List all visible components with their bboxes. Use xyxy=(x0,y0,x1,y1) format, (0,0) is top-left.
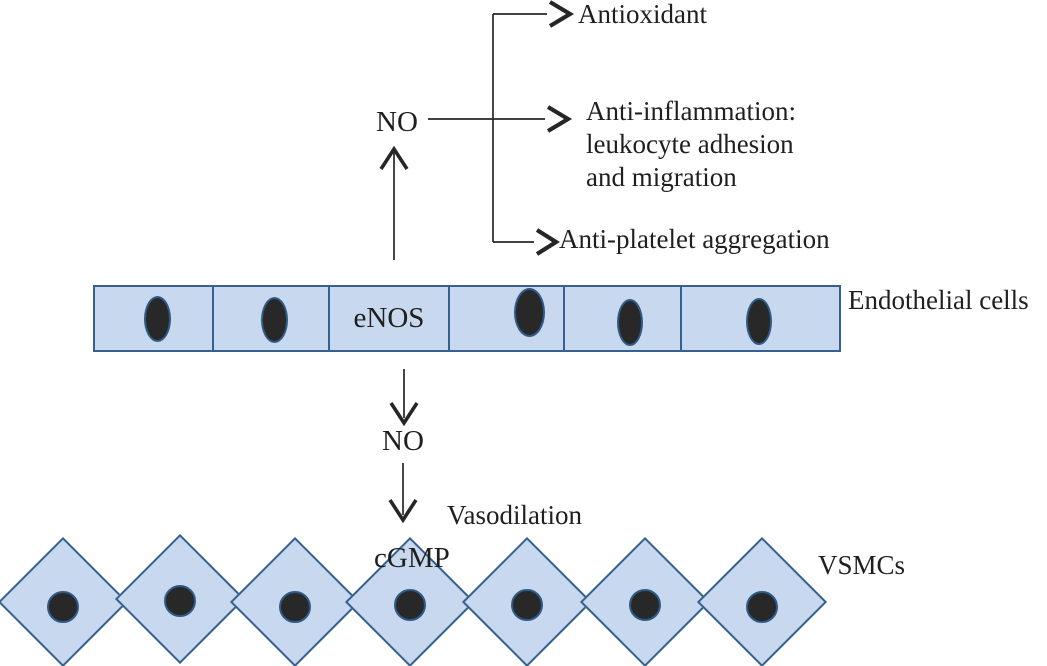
down-arrow2-head-icon xyxy=(388,499,418,524)
cgmp-label: cGMP xyxy=(374,542,450,574)
anti-inflammation-line3: and migration xyxy=(586,162,737,192)
cell-nucleus xyxy=(514,288,545,337)
down-arrow1-head-icon xyxy=(389,402,419,427)
bottom-arrow-head-icon xyxy=(535,228,560,256)
anti-inflammation-label: Anti-inflammation: leukocyte adhesion an… xyxy=(586,95,796,194)
anti-inflammation-line2: leukocyte adhesion xyxy=(586,129,794,159)
middle-arrow-head-icon xyxy=(546,105,573,133)
cell-nucleus xyxy=(617,299,643,346)
antioxidant-label: Antioxidant xyxy=(578,0,707,29)
endothelial-cell xyxy=(680,285,841,352)
cell-nucleus xyxy=(394,589,426,621)
cell-nucleus xyxy=(511,589,543,621)
cell-nucleus xyxy=(746,298,772,345)
endothelial-cell xyxy=(212,285,328,352)
cell-nucleus xyxy=(746,591,778,623)
cell-nucleus xyxy=(629,589,661,621)
cell-nucleus xyxy=(164,585,196,617)
cell-nucleus xyxy=(261,297,288,343)
top-arrow-head-icon xyxy=(548,0,575,28)
no-mid-label: NO xyxy=(382,425,424,457)
anti-platelet-label: Anti-platelet aggregation xyxy=(559,224,830,254)
vsmcs-label: VSMCs xyxy=(818,550,906,580)
cell-nucleus xyxy=(47,591,79,623)
enos-label: eNOS xyxy=(353,302,425,334)
endothelial-cell xyxy=(448,285,563,352)
endothelial-cell xyxy=(93,285,212,352)
no-top-label: NO xyxy=(376,106,418,138)
cell-nucleus xyxy=(144,296,171,342)
anti-inflammation-line1: Anti-inflammation: xyxy=(586,96,796,126)
vasodilation-label: Vasodilation xyxy=(447,500,582,530)
endothelial-cell-enos: eNOS xyxy=(328,285,448,352)
endothelial-cell xyxy=(563,285,680,352)
endothelial-cell-row: eNOS xyxy=(93,285,841,352)
endothelial-cells-label: Endothelial cells xyxy=(848,285,1029,315)
cell-nucleus xyxy=(279,591,311,623)
up-arrow-head-icon xyxy=(379,145,409,170)
